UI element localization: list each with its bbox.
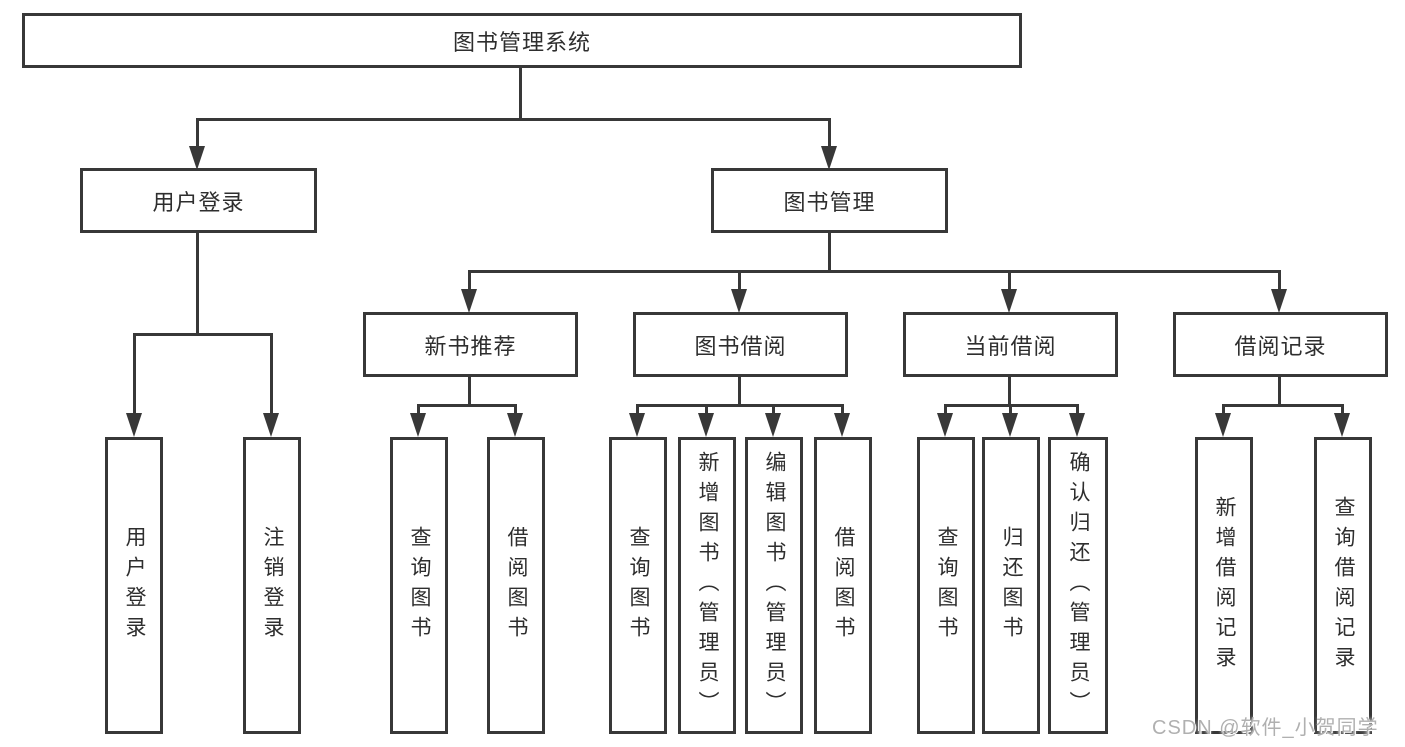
connector-book-borrow-drop-3: [772, 404, 775, 414]
connector-root-drop-right: [828, 118, 831, 148]
leaf-logout-label: 注销登录: [261, 525, 285, 646]
connector-borrow-records-drop-2: [1341, 404, 1344, 414]
node-user-login-label: 用户登录: [152, 189, 245, 215]
connector-borrow-records-drop-1: [1222, 404, 1225, 414]
connector-borrow-records-bar: [1222, 404, 1344, 407]
arrow-down-icon: [263, 413, 279, 437]
connector-book-borrow-drop-4: [841, 404, 844, 414]
leaf-user-login-label: 用户登录: [123, 525, 147, 646]
connector-book-mgmt-drop-1: [468, 270, 471, 290]
connector-current-borrow-drop-1: [944, 404, 947, 414]
leaf-borrow-books-recommend: 借阅图书: [487, 437, 545, 734]
node-new-book-recommend-label: 新书推荐: [424, 333, 517, 359]
node-book-management: 图书管理: [711, 168, 948, 233]
arrow-down-icon: [461, 289, 477, 313]
connector-book-mgmt-drop-3: [1008, 270, 1011, 290]
arrow-down-icon: [1215, 413, 1231, 437]
connector-user-login-trunk: [196, 233, 199, 333]
watermark: CSDN @软件_小贺同学: [1152, 717, 1379, 739]
connector-borrow-records-trunk: [1278, 377, 1281, 406]
leaf-user-login: 用户登录: [105, 437, 163, 734]
node-new-book-recommend: 新书推荐: [363, 312, 578, 377]
connector-book-mgmt-drop-4: [1278, 270, 1281, 290]
connector-book-mgmt-drop-2: [738, 270, 741, 290]
connector-new-book-drop-1: [417, 404, 420, 414]
node-borrow-records: 借阅记录: [1173, 312, 1388, 377]
leaf-query-books-recommend-label: 查询图书: [408, 525, 432, 646]
leaf-add-borrow-record-label: 新增借阅记录: [1213, 495, 1237, 676]
connector-book-borrow-trunk: [738, 377, 741, 406]
connector-new-book-trunk: [468, 377, 471, 406]
arrow-down-icon: [1334, 413, 1350, 437]
connector-root-bar: [196, 118, 831, 121]
connector-new-book-bar: [417, 404, 517, 407]
connector-new-book-drop-2: [514, 404, 517, 414]
connector-root-drop-left: [196, 118, 199, 148]
connector-user-login-bar: [133, 333, 273, 336]
node-borrow-records-label: 借阅记录: [1234, 333, 1327, 359]
arrow-down-icon: [821, 146, 837, 170]
connector-current-borrow-trunk: [1008, 377, 1011, 406]
arrow-down-icon: [1271, 289, 1287, 313]
node-book-management-label: 图书管理: [783, 189, 876, 215]
arrow-down-icon: [765, 413, 781, 437]
connector-book-mgmt-trunk: [828, 233, 831, 273]
leaf-edit-books-admin-label: 编辑图书（管理员）: [763, 450, 787, 721]
arrow-down-icon: [1002, 413, 1018, 437]
connector-book-borrow-bar: [636, 404, 843, 407]
connector-book-mgmt-bar: [468, 270, 1280, 273]
node-book-borrow-label: 图书借阅: [694, 333, 787, 359]
arrow-down-icon: [937, 413, 953, 437]
leaf-query-books-current: 查询图书: [917, 437, 975, 734]
arrow-down-icon: [698, 413, 714, 437]
arrow-down-icon: [834, 413, 850, 437]
node-root-label: 图书管理系统: [452, 29, 591, 55]
leaf-add-books-admin-label: 新增图书（管理员）: [696, 450, 720, 721]
leaf-query-books-borrow-label: 查询图书: [627, 525, 651, 646]
arrow-down-icon: [1069, 413, 1085, 437]
arrow-down-icon: [410, 413, 426, 437]
connector-user-login-drop-2: [270, 333, 273, 415]
arrow-down-icon: [126, 413, 142, 437]
connector-book-borrow-drop-2: [705, 404, 708, 414]
leaf-query-borrow-record: 查询借阅记录: [1314, 437, 1372, 734]
leaf-query-books-borrow: 查询图书: [609, 437, 667, 734]
leaf-query-books-current-label: 查询图书: [935, 525, 959, 646]
leaf-add-books-admin: 新增图书（管理员）: [678, 437, 736, 734]
leaf-borrow-books-label: 借阅图书: [832, 525, 856, 646]
leaf-confirm-return-admin-label: 确认归还（管理员）: [1067, 450, 1091, 721]
leaf-borrow-books: 借阅图书: [814, 437, 872, 734]
arrow-down-icon: [189, 146, 205, 170]
node-book-borrow: 图书借阅: [633, 312, 848, 377]
leaf-borrow-books-recommend-label: 借阅图书: [505, 525, 529, 646]
arrow-down-icon: [507, 413, 523, 437]
leaf-confirm-return-admin: 确认归还（管理员）: [1048, 437, 1108, 734]
connector-book-borrow-drop-1: [636, 404, 639, 414]
leaf-add-borrow-record: 新增借阅记录: [1195, 437, 1253, 734]
arrow-down-icon: [731, 289, 747, 313]
arrow-down-icon: [1001, 289, 1017, 313]
leaf-query-borrow-record-label: 查询借阅记录: [1332, 495, 1356, 676]
connector-user-login-drop-1: [133, 333, 136, 415]
node-current-borrow-label: 当前借阅: [964, 333, 1057, 359]
leaf-logout: 注销登录: [243, 437, 301, 734]
node-current-borrow: 当前借阅: [903, 312, 1118, 377]
arrow-down-icon: [629, 413, 645, 437]
leaf-return-books: 归还图书: [982, 437, 1040, 734]
leaf-edit-books-admin: 编辑图书（管理员）: [745, 437, 803, 734]
connector-current-borrow-drop-2: [1009, 404, 1012, 414]
connector-root-trunk: [519, 68, 522, 118]
node-root: 图书管理系统: [22, 13, 1022, 68]
node-user-login: 用户登录: [80, 168, 317, 233]
leaf-return-books-label: 归还图书: [1000, 525, 1024, 646]
leaf-query-books-recommend: 查询图书: [390, 437, 448, 734]
connector-current-borrow-drop-3: [1076, 404, 1079, 414]
